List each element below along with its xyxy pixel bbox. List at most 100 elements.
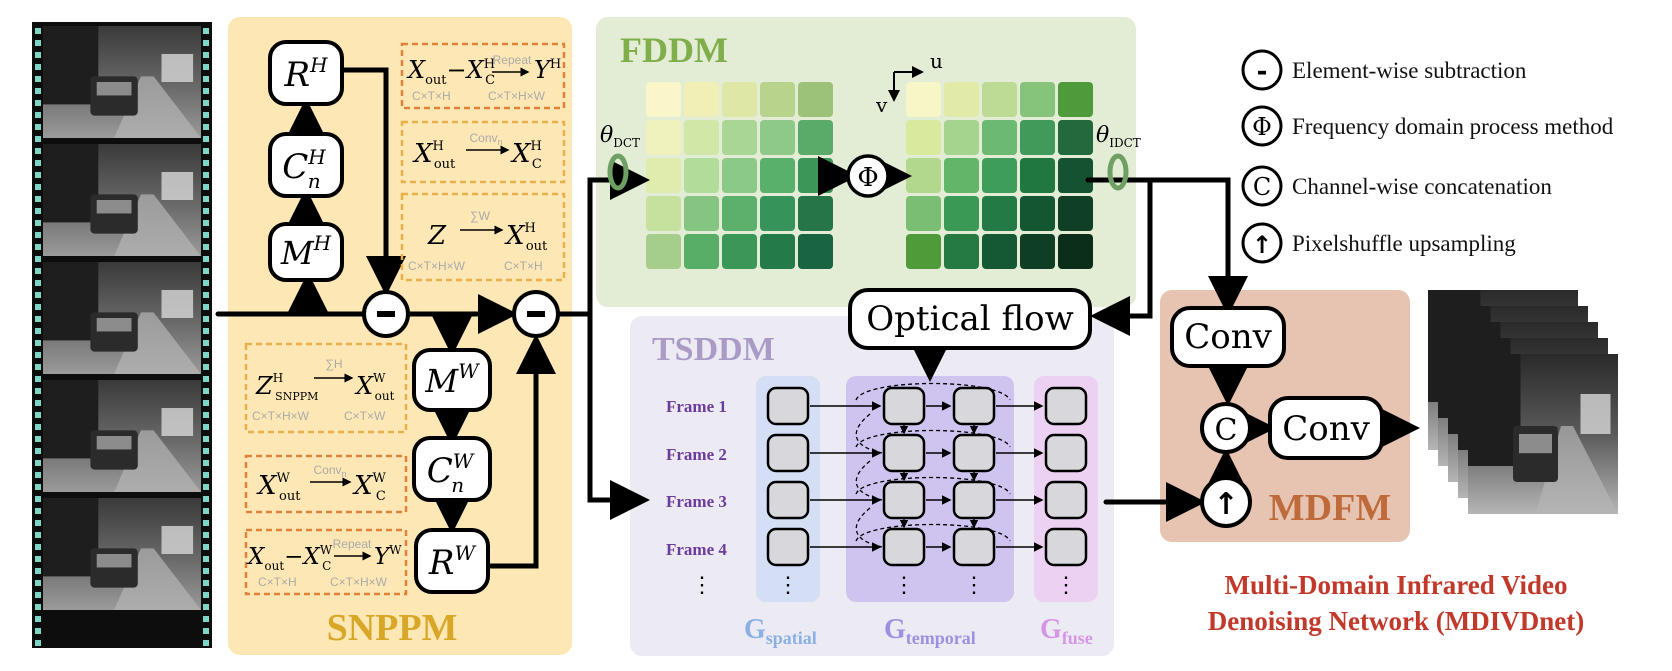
dct-cell: [722, 120, 757, 155]
dct-cell: [982, 196, 1017, 231]
sprocket-hole: [35, 148, 41, 154]
svg-text:-: -: [1257, 57, 1268, 87]
sprocket-hole: [203, 40, 209, 46]
tsddm-module: TSDDM ⋮⋮⋮⋮: [630, 316, 1114, 656]
sprocket-hole: [35, 508, 41, 514]
sprocket-hole: [35, 376, 41, 382]
sprocket-hole: [203, 220, 209, 226]
svg-text:XHC: XHC: [510, 139, 542, 172]
sprocket-hole: [203, 88, 209, 94]
tsddm-node: [882, 527, 926, 567]
dct-cell: [1020, 196, 1055, 231]
sprocket-hole: [203, 184, 209, 190]
sprocket-hole: [203, 112, 209, 118]
sprocket-hole: [35, 40, 41, 46]
sprocket-hole: [35, 556, 41, 562]
tsddm-node: [766, 433, 810, 473]
g-temporal-label: Gtemporal: [884, 614, 976, 648]
sprocket-hole: [35, 268, 41, 274]
axis-u-label: u: [930, 49, 943, 73]
dct-cell: [760, 196, 795, 231]
sprocket-hole: [203, 244, 209, 250]
sprocket-hole: [35, 472, 41, 478]
subtraction-op-2: [512, 290, 560, 338]
svg-text:Conv: Conv: [1184, 317, 1272, 357]
sprocket-hole: [35, 196, 41, 202]
sprocket-hole: [203, 376, 209, 382]
svg-text:MW: MW: [424, 359, 480, 400]
svg-text:Convn: Convn: [469, 131, 502, 147]
column-ellipsis: ⋮: [1055, 573, 1077, 598]
sprocket-hole: [203, 76, 209, 82]
tsddm-node: [952, 480, 996, 520]
svg-text:Repeat: Repeat: [493, 53, 532, 67]
dct-cell: [1058, 82, 1093, 117]
sprocket-hole: [35, 364, 41, 370]
sprocket-hole: [35, 496, 41, 502]
dct-cell: [1058, 196, 1093, 231]
sprocket-hole: [35, 460, 41, 466]
sprocket-hole: [35, 340, 41, 346]
sprocket-hole: [203, 328, 209, 334]
svg-text:Convn: Convn: [313, 463, 346, 479]
sprocket-hole: [203, 304, 209, 310]
conv-top-box: Conv: [1170, 306, 1286, 368]
theta-dct-label: θDCT: [600, 123, 640, 150]
sprocket-hole: [203, 424, 209, 430]
frame-label-3: Frame 3: [666, 492, 727, 511]
sprocket-hole: [203, 460, 209, 466]
tsddm-dashed-edge: [855, 382, 1011, 401]
dct-cell: [1058, 158, 1093, 193]
sprocket-hole: [203, 196, 209, 202]
sprocket-hole: [203, 256, 209, 262]
sprocket-hole: [35, 88, 41, 94]
tsddm-dashed-edge: [855, 460, 883, 501]
dct-cell: [646, 234, 681, 269]
sprocket-hole: [35, 244, 41, 250]
sprocket-hole: [35, 100, 41, 106]
sprocket-hole: [203, 532, 209, 538]
input-video-frames: [43, 26, 201, 610]
video-frame: [43, 144, 201, 256]
dct-cell: [646, 158, 681, 193]
sprocket-hole: [35, 220, 41, 226]
sprocket-hole: [35, 640, 41, 646]
dct-cell: [982, 82, 1017, 117]
dct-cell: [944, 120, 979, 155]
sprocket-hole: [35, 280, 41, 286]
tsddm-node: [1044, 386, 1088, 426]
dct-cell: [646, 196, 681, 231]
dct-cell: [646, 82, 681, 117]
sprocket-hole: [203, 568, 209, 574]
dct-cell: [1020, 234, 1055, 269]
sprocket-hole: [203, 388, 209, 394]
idct-rotation-icon: [1107, 153, 1129, 191]
svg-text:Φ: Φ: [1252, 113, 1272, 141]
dct-cell: [1058, 234, 1093, 269]
column-ellipsis: ⋮: [777, 573, 799, 598]
sprocket-hole: [35, 64, 41, 70]
g-spatial-label: Gspatial: [744, 614, 817, 648]
sprocket-hole: [35, 316, 41, 322]
sprocket-hole: [35, 136, 41, 142]
sprocket-hole: [35, 424, 41, 430]
mdfm-nodes: Conv C Conv ↑: [1170, 306, 1384, 528]
svg-text:Frequency domain process metho: Frequency domain process method: [1292, 114, 1614, 139]
svg-text:Repeat: Repeat: [333, 537, 372, 551]
dct-coefficient-grid-output: [906, 82, 1093, 269]
r-w-node: RW: [414, 528, 490, 594]
sprocket-hole: [35, 448, 41, 454]
dct-coefficient-grid-input: [646, 82, 833, 269]
svg-text:C×T×H×W: C×T×H×W: [408, 259, 466, 273]
fddm-details: θDCT θIDCT u v Φ: [600, 49, 1141, 198]
sprocket-hole: [203, 472, 209, 478]
sprocket-hole: [203, 544, 209, 550]
svg-text:C×T×H: C×T×H: [504, 259, 543, 273]
svg-text:↑: ↑: [1252, 231, 1272, 259]
